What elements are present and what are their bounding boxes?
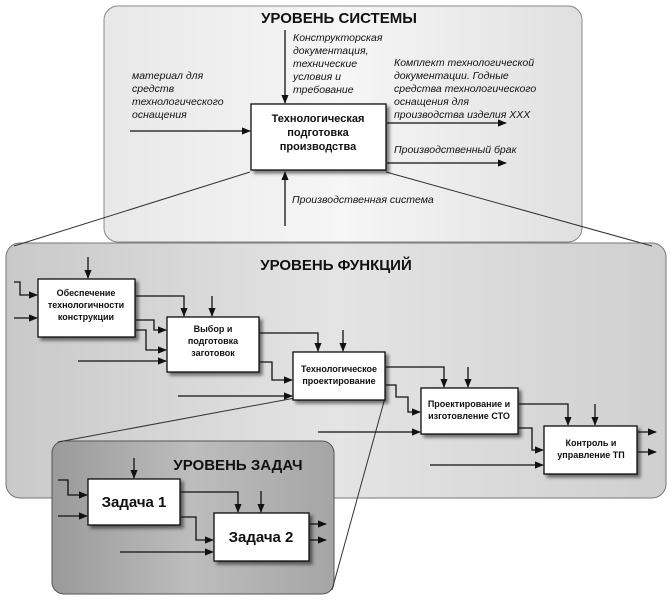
function-box-1-line-1: Обеспечение xyxy=(57,288,116,298)
function-box-4[interactable] xyxy=(420,387,519,435)
system-level-title: УРОВЕНЬ СИСТЕМЫ xyxy=(261,10,417,27)
control-label-1: Конструкторская xyxy=(293,32,383,44)
task-box-1[interactable] xyxy=(87,478,181,526)
main-box-line-3: производства xyxy=(280,141,357,153)
function-box-3-line-2: проектирование xyxy=(302,376,375,386)
function-box-2[interactable] xyxy=(166,316,260,373)
task-box-2-label: Задача 2 xyxy=(229,529,294,546)
main-box-line-1: Технологическая xyxy=(272,113,365,125)
function-level-title: УРОВЕНЬ ФУНКЦИЙ xyxy=(260,256,412,274)
function-box-5[interactable] xyxy=(543,425,638,475)
input-label-4: оснащения xyxy=(132,109,187,121)
task-box-1-label: Задача 1 xyxy=(102,494,167,511)
function-box-2-line-3: заготовок xyxy=(191,348,235,358)
function-box-4-line-2: изготовление СТО xyxy=(428,411,510,421)
function-box-1[interactable] xyxy=(37,278,136,338)
control-label-2: документация, xyxy=(293,45,369,57)
output-label-3: средства технологического xyxy=(394,83,536,95)
function-box-4-line-1: Проектирование и xyxy=(428,399,510,409)
function-box-3[interactable] xyxy=(292,351,386,401)
input-label-2: средств xyxy=(132,83,175,95)
input-label-3: технологического xyxy=(132,96,224,108)
output-label-5: производства изделия ХХХ xyxy=(394,109,531,121)
control-label-4: условия и xyxy=(292,71,341,83)
output-label-defect: Производственный брак xyxy=(394,144,518,156)
input-label-1: материал для xyxy=(132,70,204,82)
function-box-3-line-1: Технологическое xyxy=(301,364,377,374)
main-function-box[interactable] xyxy=(250,103,387,171)
function-box-5-line-2: управление ТП xyxy=(557,450,624,460)
function-box-1-line-3: конструкции xyxy=(58,312,114,322)
output-label-4: оснащения для xyxy=(394,96,469,108)
control-label-3: технические xyxy=(293,58,357,70)
function-box-1-line-2: технологичности xyxy=(48,300,124,310)
function-box-2-line-1: Выбор и xyxy=(194,324,233,334)
control-label-5: требование xyxy=(293,84,354,96)
output-label-2: документации. Годные xyxy=(394,70,509,82)
function-box-2-line-2: подготовка xyxy=(188,336,239,346)
main-box-line-2: подготовка xyxy=(287,127,349,139)
task-level-title: УРОВЕНЬ ЗАДАЧ xyxy=(173,457,302,474)
task-box-2[interactable] xyxy=(213,512,310,562)
mechanism-label: Производственная система xyxy=(292,194,434,206)
output-label-1: Комплект технологической xyxy=(394,57,534,69)
function-box-5-line-1: Контроль и xyxy=(566,438,617,448)
